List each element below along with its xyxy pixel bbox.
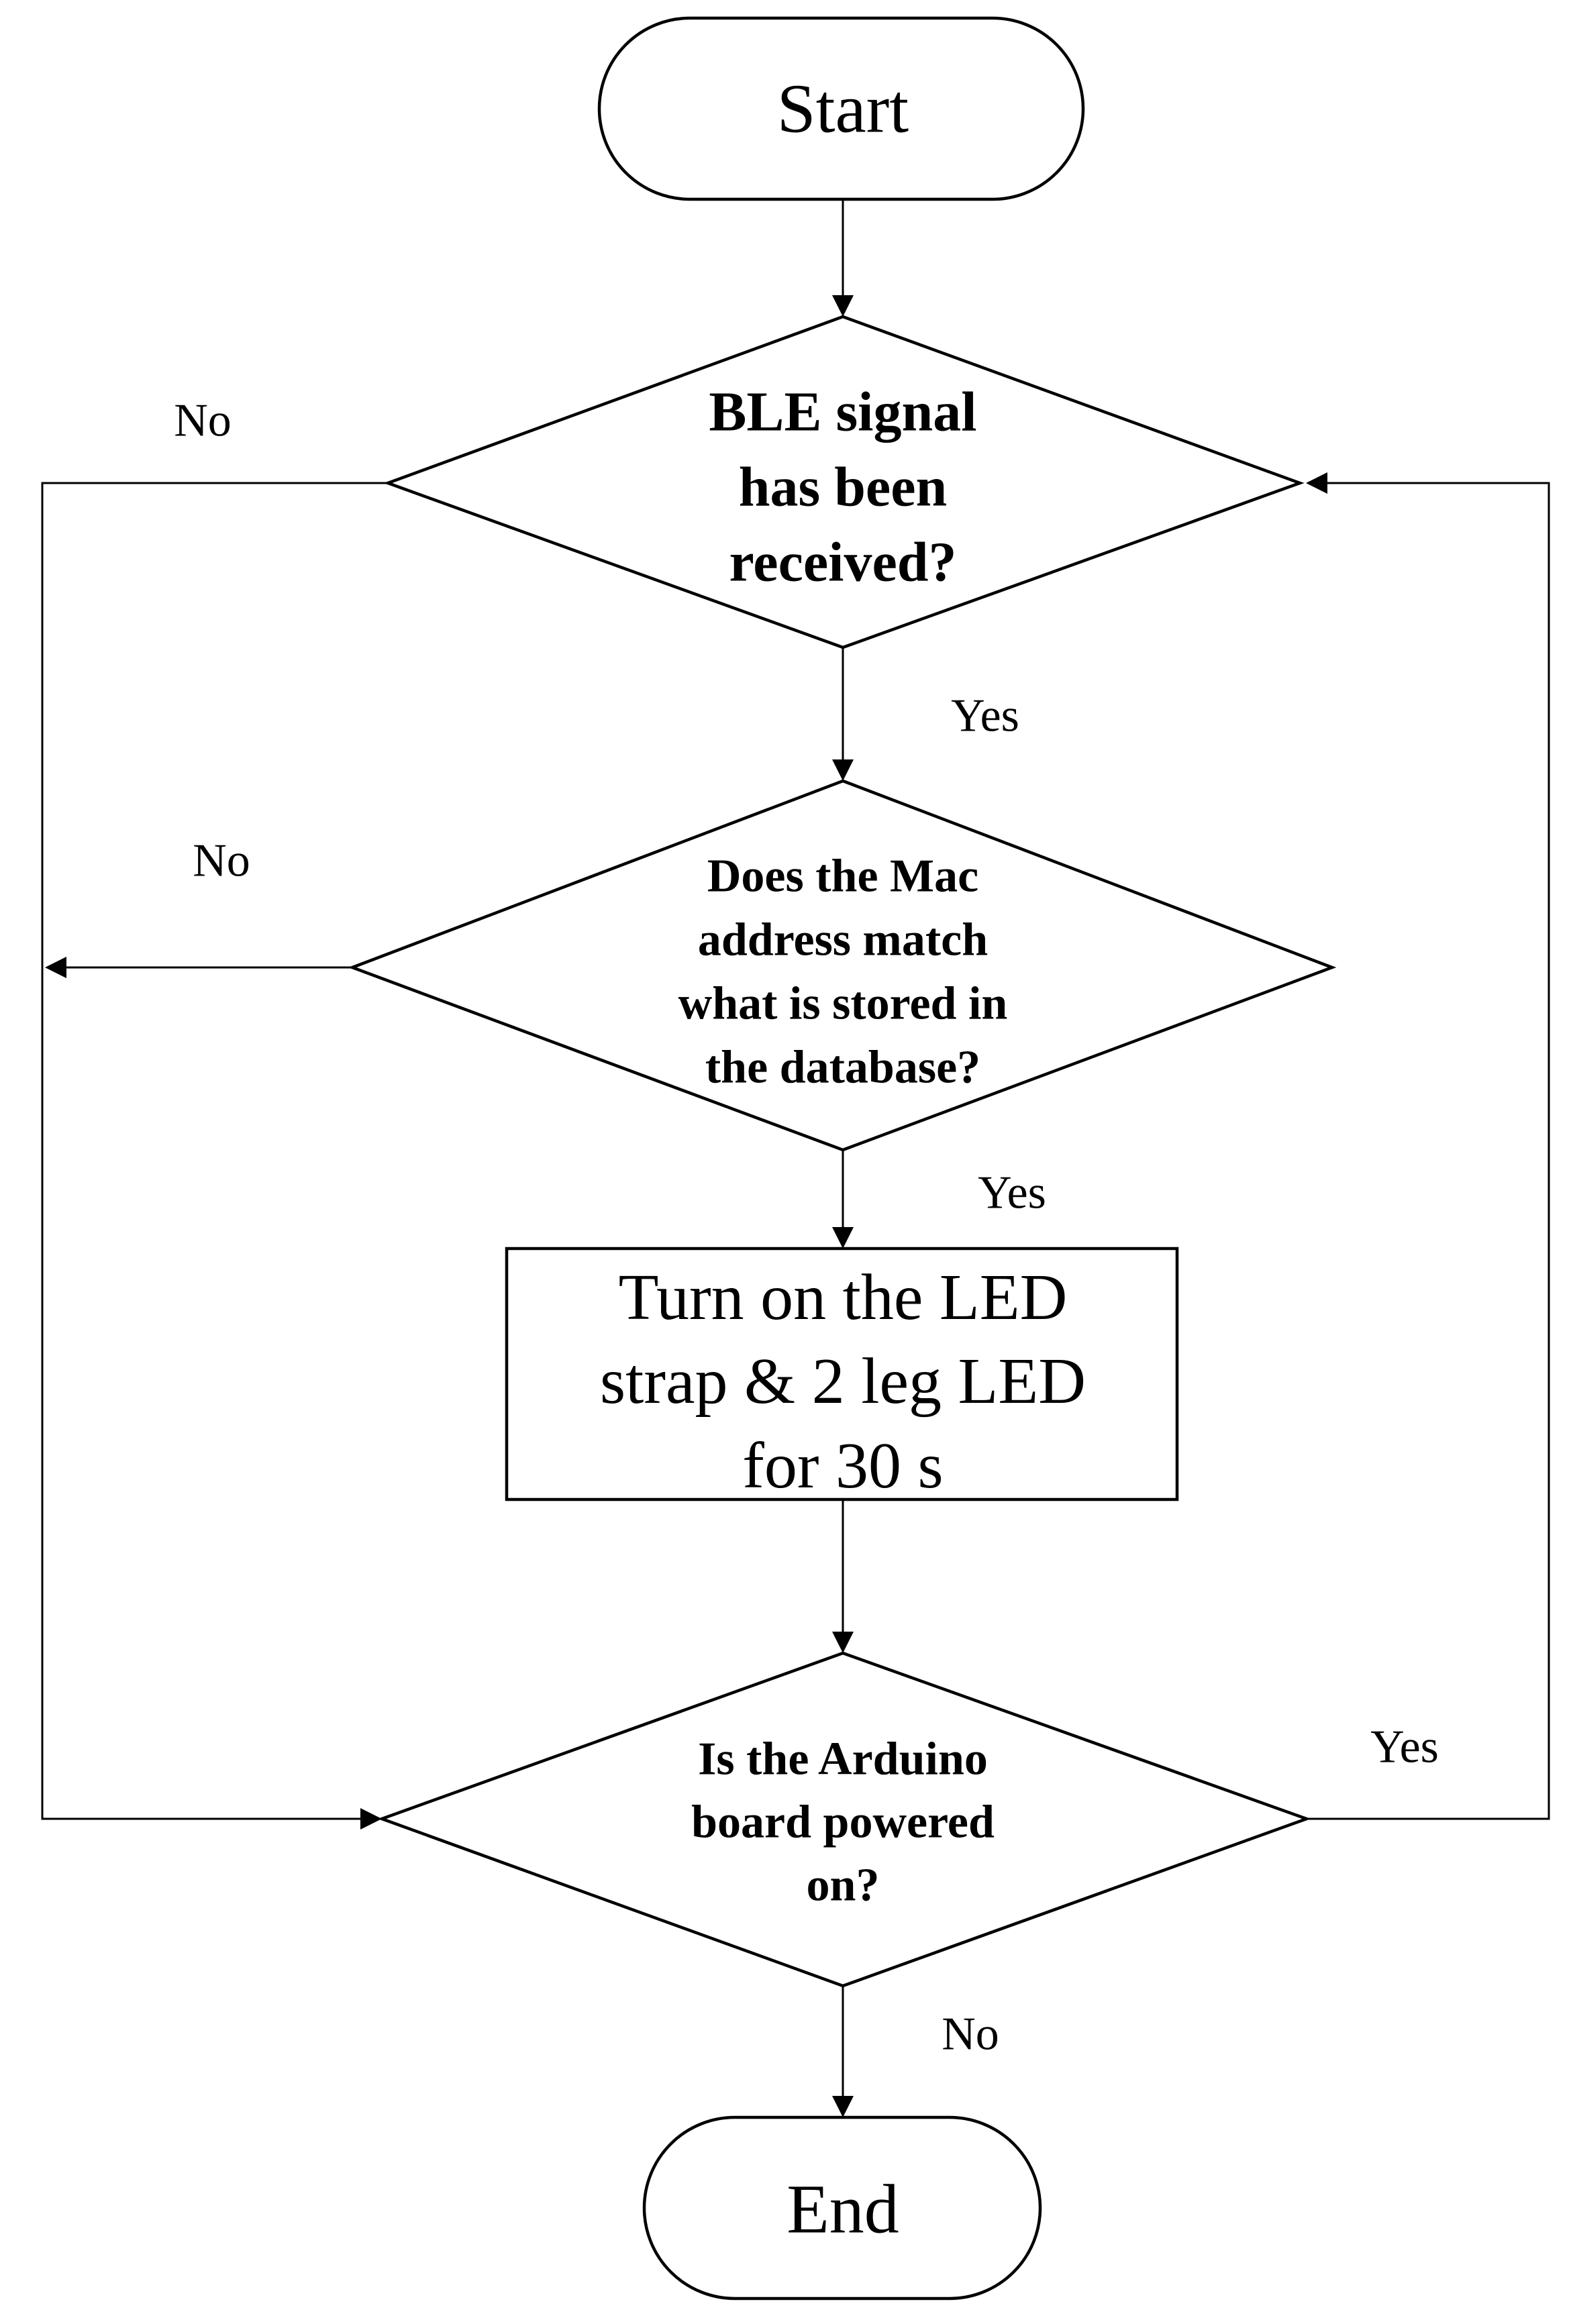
ble-decision: BLE signal has been received? [383,315,1305,649]
arrow-led-to-power [832,1632,854,1653]
label-mac-no: No [193,835,250,887]
led-action-line-3: for 30 s [742,1430,943,1502]
label-power-no: No [942,2009,999,2060]
arrow-power-no [832,2096,854,2117]
connectors [41,199,1550,2117]
arrow-mac-yes [832,1227,854,1249]
arrow-ble-no [360,1808,382,1830]
arrow-ble-yes [832,759,854,781]
mac-decision-line-4: the database? [705,1042,980,1094]
start-node: Start [597,16,1085,201]
ble-decision-line-3: received? [729,531,957,594]
edge-power-yes [1307,482,1550,1820]
ble-decision-line-1: BLE signal [709,381,976,443]
power-decision-line-3: on? [807,1860,880,1911]
mac-decision-line-2: address match [698,914,988,966]
label-ble-no: No [174,395,232,447]
arrow-power-yes [1306,472,1327,494]
led-action-box: Turn on the LED strap & 2 leg LED for 30… [505,1247,1179,1502]
arrow-start-to-ble [832,295,854,317]
end-node: End [642,2115,1042,2301]
label-ble-yes: Yes [951,690,1019,742]
ble-decision-line-2: has been [739,456,947,519]
label-mac-yes: Yes [978,1167,1046,1219]
led-action-line-1: Turn on the LED [619,1261,1068,1334]
edge-labels: No Yes No Yes Yes No [174,395,1439,2060]
end-label: End [787,2171,899,2248]
led-action-line-2: strap & 2 leg LED [600,1345,1086,1418]
power-decision: Is the Arduino board powered on? [377,1651,1311,1988]
mac-decision-line-3: what is stored in [678,978,1008,1030]
arrow-mac-no [45,957,66,978]
power-decision-line-1: Is the Arduino [698,1734,988,1785]
power-decision-line-2: board powered [691,1797,995,1848]
edge-ble-no [41,482,388,1820]
mac-decision-line-1: Does the Mac [707,851,978,902]
start-label: Start [777,70,909,148]
mac-decision: Does the Mac address match what is store… [348,779,1337,1152]
label-power-yes: Yes [1370,1722,1439,1773]
